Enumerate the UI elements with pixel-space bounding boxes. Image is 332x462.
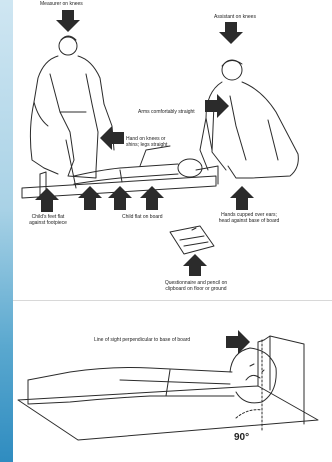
lower-child [28, 348, 276, 404]
lower-board [18, 336, 318, 440]
angle-arc [236, 410, 262, 418]
arrow-marker-10 [226, 330, 250, 354]
